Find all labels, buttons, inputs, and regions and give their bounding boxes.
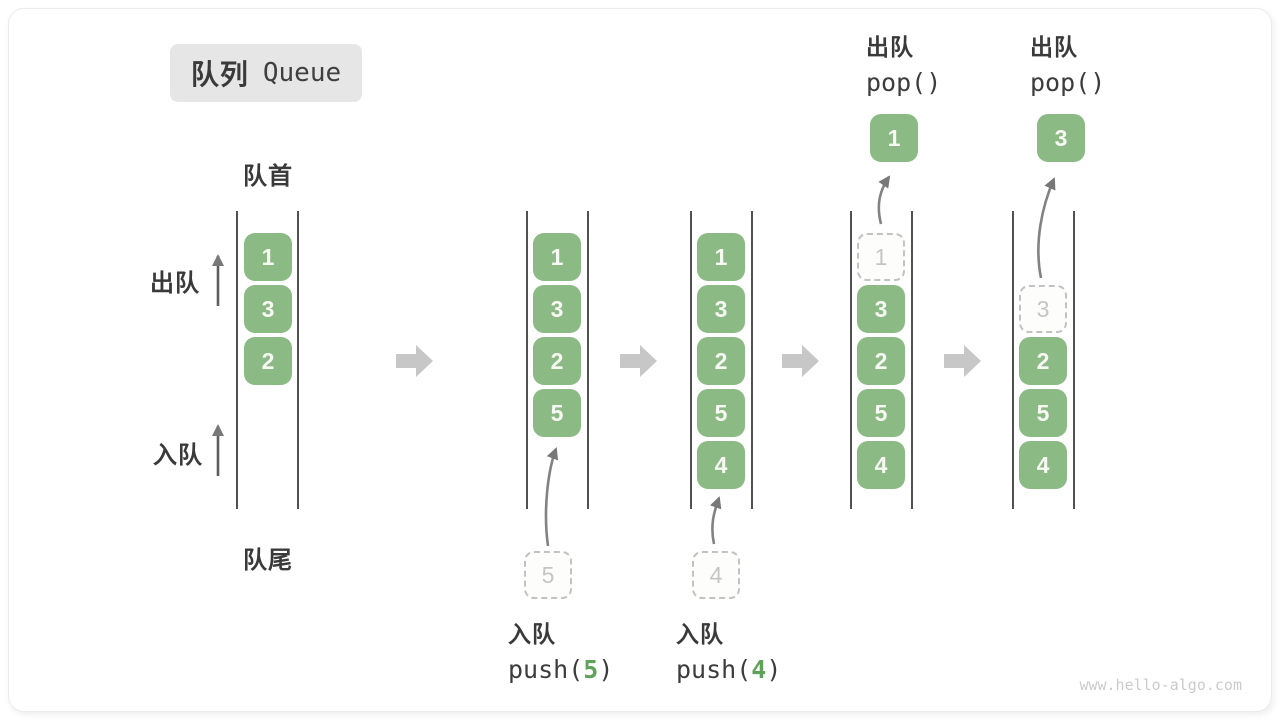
pop-operation-label-2: 出队 pop(): [1030, 30, 1105, 101]
queue3-wall-left: [690, 211, 692, 509]
queue4-block: 2: [857, 337, 905, 385]
queue1-wall-right: [297, 211, 299, 509]
queue2-block: 3: [533, 285, 581, 333]
queue5-block: 5: [1019, 389, 1067, 437]
queue5-ghost-block: 3: [1019, 285, 1067, 333]
push4-arg: 4: [751, 655, 767, 684]
step-arrow-icon: [396, 345, 433, 377]
queue1-block: 3: [244, 285, 292, 333]
step-arrow-icon: [944, 345, 981, 377]
pop2-code: pop(): [1030, 68, 1106, 97]
queue1-wall-left: [236, 211, 238, 509]
queue3-block: 3: [697, 285, 745, 333]
queue2-wall-left: [526, 211, 528, 509]
title-zh: 队列: [190, 59, 249, 90]
push5-arg: 5: [583, 655, 599, 684]
push5-code: push(5): [508, 655, 614, 684]
queue4-block: 4: [857, 441, 905, 489]
queue3-block: 1: [697, 233, 745, 281]
queue4-ghost-block: 1: [857, 233, 905, 281]
queue4-popped-block: 1: [870, 114, 918, 162]
push5-title: 入队: [508, 621, 556, 647]
queue5-wall-right: [1073, 211, 1075, 509]
step-arrow-icon: [620, 345, 657, 377]
queue4-wall-left: [850, 211, 852, 509]
queue5-popped-block: 3: [1037, 114, 1085, 162]
queue2-block: 2: [533, 337, 581, 385]
watermark: www.hello-algo.com: [1079, 676, 1242, 694]
queue1-block: 1: [244, 233, 292, 281]
pop-operation-label-1: 出队 pop(): [866, 30, 941, 101]
push4-operation-label: 入队 push(4): [676, 617, 781, 688]
queue3-block: 5: [697, 389, 745, 437]
queue5-block: 2: [1019, 337, 1067, 385]
pop2-title: 出队: [1030, 34, 1078, 60]
queue-front-label: 队首: [243, 163, 293, 190]
enqueue-side-label: 入队: [153, 442, 203, 469]
push4-title: 入队: [676, 621, 724, 647]
queue2-incoming-block: 5: [524, 551, 572, 599]
queue3-incoming-block: 4: [692, 551, 740, 599]
queue5-wall-left: [1012, 211, 1014, 509]
queue4-wall-right: [911, 211, 913, 509]
queue4-block: 5: [857, 389, 905, 437]
title-badge: 队列 Queue: [170, 44, 362, 102]
queue3-block: 2: [697, 337, 745, 385]
queue4-block: 3: [857, 285, 905, 333]
queue3-wall-right: [751, 211, 753, 509]
queue2-block: 5: [533, 389, 581, 437]
queue2-wall-right: [587, 211, 589, 509]
pop1-code: pop(): [866, 68, 942, 97]
push5-operation-label: 入队 push(5): [508, 617, 613, 688]
queue3-block: 4: [697, 441, 745, 489]
queue5-block: 4: [1019, 441, 1067, 489]
queue2-block: 1: [533, 233, 581, 281]
queue-rear-label: 队尾: [243, 547, 293, 574]
dequeue-side-label: 出队: [150, 270, 200, 297]
push4-code: push(4): [676, 655, 782, 684]
title-en: Queue: [262, 58, 342, 88]
queue1-block: 2: [244, 337, 292, 385]
step-arrow-icon: [782, 345, 819, 377]
pop1-title: 出队: [866, 34, 914, 60]
